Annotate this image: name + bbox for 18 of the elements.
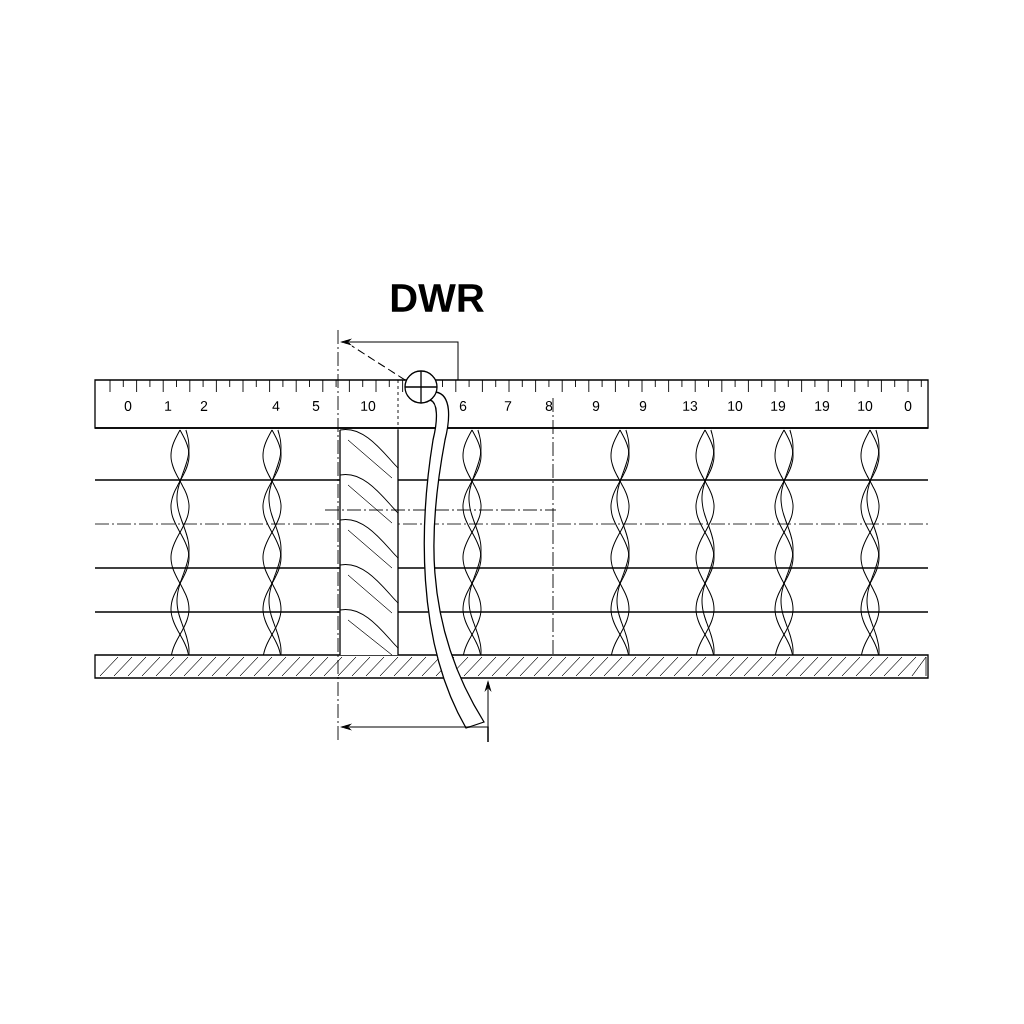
ruler-number: 13: [683, 401, 698, 411]
ruler-number: 6: [459, 401, 467, 411]
ruler-number: 10: [728, 401, 743, 411]
ruler-number: 9: [639, 401, 647, 411]
ruler-number: 0: [904, 401, 912, 411]
ruler-number: 2: [200, 401, 208, 411]
ruler-number: 0: [124, 401, 132, 411]
ruler-number: 19: [815, 401, 830, 411]
ruler-number: 4: [272, 401, 280, 411]
ruler-number: 8: [545, 401, 553, 411]
ruler-number: 7: [504, 401, 512, 411]
title: DWR: [391, 284, 484, 312]
ruler-number: 5: [312, 401, 320, 411]
ruler-number: 10: [858, 401, 873, 411]
ruler-number: 19: [771, 401, 786, 411]
ruler-number: 10: [361, 401, 376, 411]
ruler-number: 1: [165, 401, 172, 411]
ruler-number: 9: [592, 401, 600, 411]
